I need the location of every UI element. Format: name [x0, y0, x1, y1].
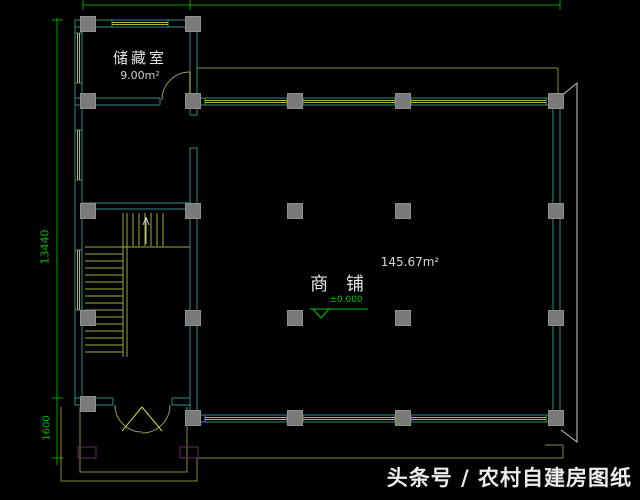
- watermark-text: 头条号 / 农村自建房图纸: [386, 466, 632, 490]
- staircase: [85, 213, 190, 357]
- entry-door-leaf-right: [141, 406, 163, 432]
- doors: [114, 71, 191, 434]
- columns: [80, 16, 564, 426]
- dimension-left-total: 13440: [38, 229, 52, 265]
- elevation-value: ±0.000: [329, 295, 363, 305]
- entry-door-swing-arc-right: [141, 404, 171, 434]
- shop-room-area: 145.67m²: [380, 255, 440, 269]
- dimension-lines: [52, 0, 561, 465]
- elevation-marker-icon: [310, 308, 368, 319]
- right-apron-outline: [559, 81, 578, 443]
- dimension-left-porch: 1600: [41, 415, 53, 441]
- storage-room-label: 储藏室: [112, 49, 167, 67]
- canopy-outline: [60, 67, 564, 482]
- storage-door-swing-arc: [161, 71, 191, 101]
- porch-footings: [77, 446, 199, 459]
- storage-room-area: 9.00m²: [120, 69, 160, 82]
- stair-direction-arrow-icon: [142, 216, 150, 244]
- entry-door-swing-arc-left: [114, 404, 143, 433]
- porch-inner-outline: [79, 407, 188, 473]
- shop-room-label: 商 铺: [310, 274, 370, 295]
- entry-door-leaf-left: [121, 406, 143, 432]
- windows: [77, 22, 546, 420]
- porch-outer-outline: [60, 407, 198, 482]
